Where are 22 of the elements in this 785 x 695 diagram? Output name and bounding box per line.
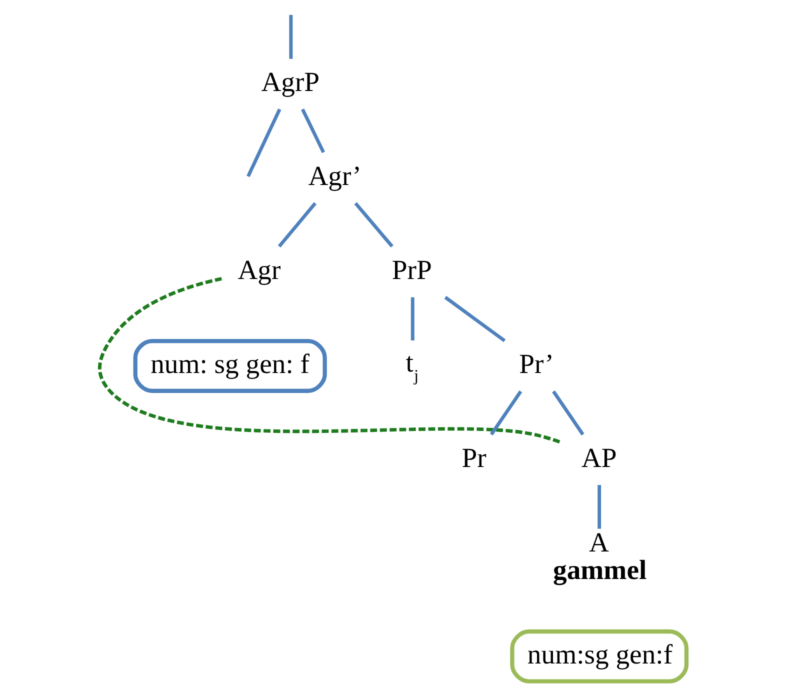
node-text: A gammel <box>552 526 646 585</box>
connector <box>300 108 325 154</box>
node-text: Agr <box>237 254 280 285</box>
connector <box>277 202 316 248</box>
connector <box>489 390 522 436</box>
node-text: AP <box>580 442 616 473</box>
node-text: Pr’ <box>518 348 554 379</box>
connector <box>246 108 281 178</box>
connector <box>288 14 292 59</box>
node-text: Pr <box>461 442 486 473</box>
node-text: PrP <box>391 254 432 285</box>
node-box: num: sg gen: f <box>132 339 326 393</box>
node-box: num:sg gen:f <box>510 629 688 684</box>
node-text: t$_{j}$ <box>405 346 418 386</box>
connector <box>354 202 393 248</box>
node-text: Agr’ <box>308 160 361 191</box>
node-text: AgrP <box>260 66 320 97</box>
connector <box>552 390 584 436</box>
connector <box>410 297 414 340</box>
connector <box>444 296 506 342</box>
connector <box>597 485 601 529</box>
connector <box>98 277 562 444</box>
